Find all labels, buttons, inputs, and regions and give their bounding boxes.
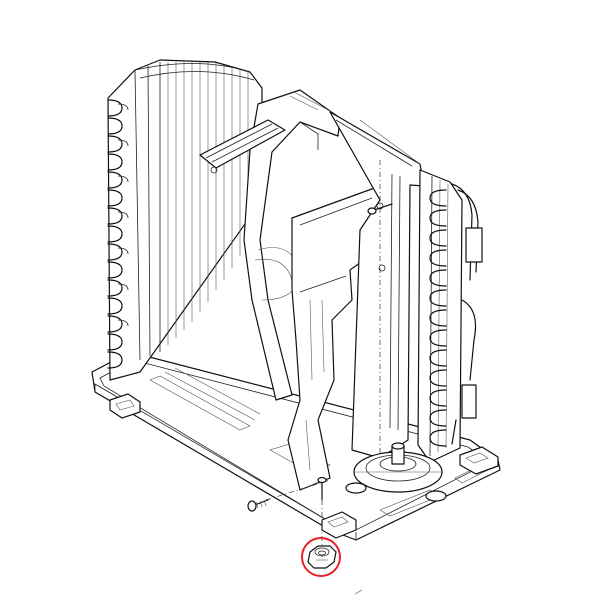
tick-mark: [354, 589, 363, 595]
mounting-screw: [247, 479, 331, 512]
coil-hairpins-left: [107, 99, 129, 369]
refrigerant-pipes: [451, 183, 483, 445]
coil-hairpins-right: [429, 189, 447, 447]
screw-partition: [317, 476, 327, 501]
base-foot-front: [321, 511, 357, 539]
highlight-callout-circle: [301, 537, 341, 577]
condenser-coil-left: [107, 59, 263, 381]
condenser-coil-right: [417, 169, 483, 463]
screw-upper: [367, 203, 393, 215]
drain-nut: [307, 545, 337, 569]
base-foot-right: [459, 446, 499, 475]
compressor: [345, 442, 447, 502]
base-foot-left: [109, 393, 141, 419]
